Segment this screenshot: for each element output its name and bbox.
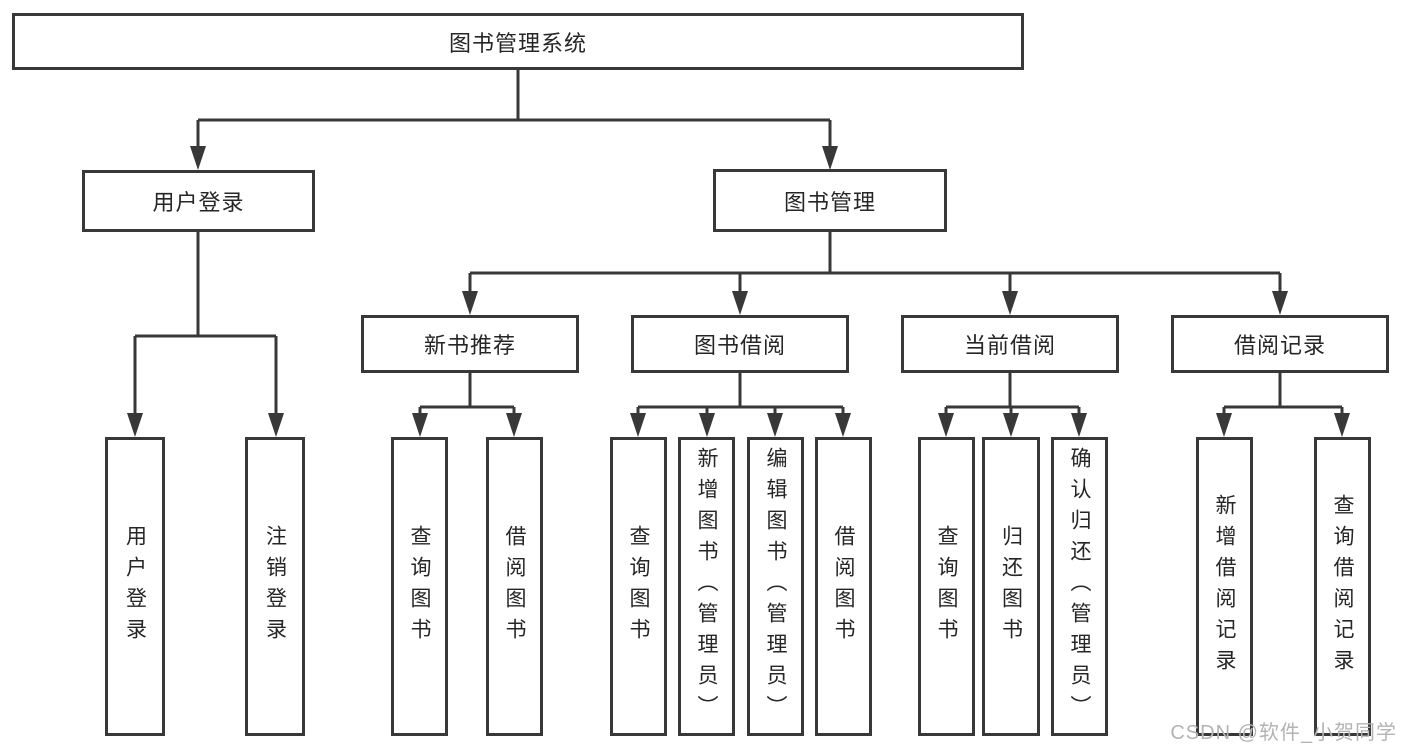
node-current-borrow: 当前借阅 <box>901 315 1119 373</box>
node-leaf-borrow-borrow: 借阅图书 <box>815 437 872 736</box>
node-borrow-records: 借阅记录 <box>1171 315 1389 373</box>
node-root-label: 图书管理系统 <box>448 30 587 56</box>
node-leaf-current-confirm: 确认归还（管理员） <box>1051 437 1108 736</box>
arrowhead <box>412 413 428 437</box>
node-book-borrow-label: 图书借阅 <box>693 333 786 358</box>
node-user-login-label: 用户登录 <box>152 190 245 215</box>
csdn-watermark: CSDN @软件_小贺同学 <box>1170 722 1397 744</box>
arrowhead <box>1216 413 1232 437</box>
arrowhead <box>699 413 715 437</box>
node-leaf-recommend-query-label: 查询图书 <box>408 524 431 649</box>
arrowhead <box>1003 413 1019 437</box>
arrowhead <box>630 413 646 437</box>
node-leaf-borrow-edit: 编辑图书（管理员） <box>747 437 804 736</box>
arrowhead <box>506 413 522 437</box>
node-leaf-user-login-label: 用户登录 <box>123 524 147 649</box>
node-borrow-records-label: 借阅记录 <box>1233 333 1326 358</box>
node-leaf-borrow-add-label: 新增图书（管理员） <box>695 447 718 726</box>
node-leaf-user-login: 用户登录 <box>105 437 165 736</box>
node-leaf-logout: 注销登录 <box>245 437 305 736</box>
node-new-book-recommend: 新书推荐 <box>361 315 579 373</box>
node-leaf-current-return: 归还图书 <box>982 437 1040 736</box>
node-leaf-borrow-add: 新增图书（管理员） <box>678 437 735 736</box>
arrowheads <box>127 146 1350 437</box>
node-leaf-current-return-label: 归还图书 <box>999 524 1023 649</box>
node-leaf-current-confirm-label: 确认归还（管理员） <box>1068 447 1091 726</box>
node-leaf-records-add: 新增借阅记录 <box>1196 437 1253 736</box>
connector-borrow-to-leaves <box>636 373 845 414</box>
arrowhead <box>938 413 954 437</box>
arrowhead <box>190 146 206 170</box>
node-leaf-borrow-edit-label: 编辑图书（管理员） <box>764 447 787 726</box>
connector-bookmgmt-to-level3 <box>468 232 1282 292</box>
node-book-management: 图书管理 <box>713 169 947 232</box>
node-leaf-current-query: 查询图书 <box>918 437 975 736</box>
node-leaf-recommend-borrow-label: 借阅图书 <box>503 524 526 649</box>
node-leaf-logout-label: 注销登录 <box>263 524 287 649</box>
node-leaf-current-query-label: 查询图书 <box>935 524 958 649</box>
node-leaf-borrow-query: 查询图书 <box>610 437 667 736</box>
arrowhead <box>835 413 851 437</box>
node-leaf-recommend-query: 查询图书 <box>391 437 448 736</box>
arrowhead <box>462 291 478 315</box>
connector-current-to-leaves <box>944 373 1081 414</box>
node-leaf-recommend-borrow: 借阅图书 <box>486 437 543 736</box>
node-current-borrow-label: 当前借阅 <box>963 333 1056 358</box>
node-leaf-borrow-borrow-label: 借阅图书 <box>832 524 855 649</box>
arrowhead <box>1071 413 1087 437</box>
node-leaf-borrow-query-label: 查询图书 <box>627 524 650 649</box>
node-root: 图书管理系统 <box>12 13 1024 70</box>
arrowhead <box>1272 291 1288 315</box>
connector-root-to-level2 <box>196 70 832 148</box>
node-user-login: 用户登录 <box>82 170 315 232</box>
node-leaf-records-add-label: 新增借阅记录 <box>1213 493 1236 680</box>
node-book-borrow: 图书借阅 <box>631 315 849 373</box>
arrowhead <box>127 413 143 437</box>
arrowhead <box>1002 291 1018 315</box>
node-new-book-recommend-label: 新书推荐 <box>423 333 516 358</box>
arrowhead <box>1334 413 1350 437</box>
connector-records-to-leaves <box>1222 373 1344 414</box>
arrowhead <box>268 413 284 437</box>
arrowhead <box>767 413 783 437</box>
connector-recommend-to-leaves <box>418 373 516 414</box>
arrowhead <box>822 146 838 170</box>
node-leaf-records-query: 查询借阅记录 <box>1314 437 1371 736</box>
arrowhead <box>732 291 748 315</box>
node-book-management-label: 图书管理 <box>783 189 876 215</box>
node-leaf-records-query-label: 查询借阅记录 <box>1331 493 1354 680</box>
connector-userlogin-to-leaves <box>133 232 278 414</box>
